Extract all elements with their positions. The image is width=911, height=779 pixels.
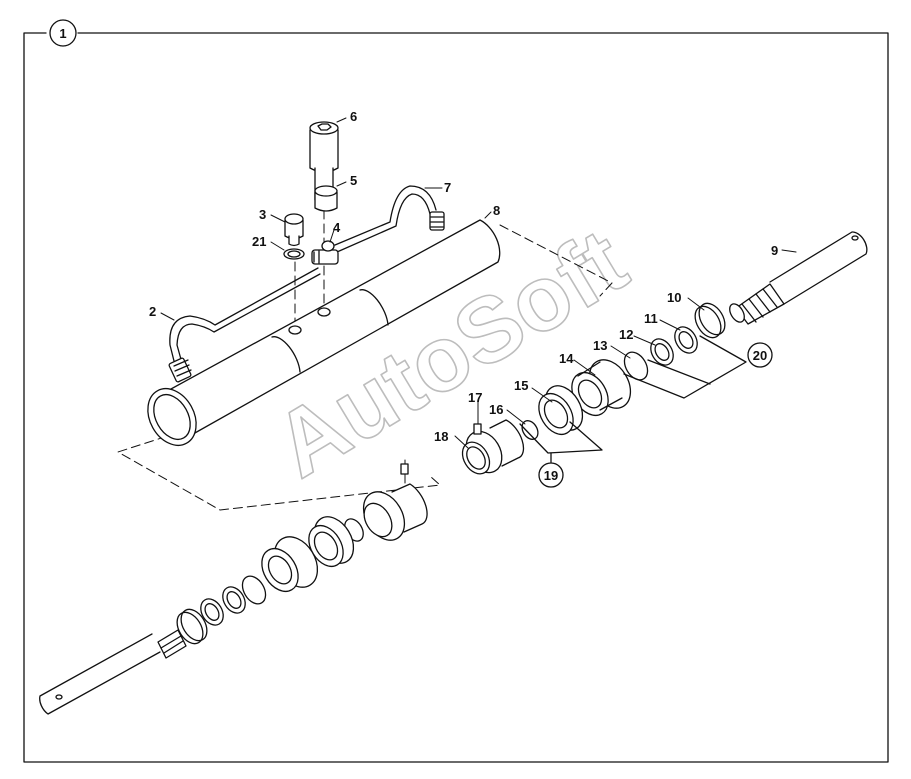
tee-fitting	[311, 240, 339, 265]
callout-20: 20	[753, 348, 767, 363]
cylinder-tube	[147, 219, 501, 446]
callout-18: 18	[434, 429, 448, 444]
piston-15	[538, 385, 584, 436]
callout-circle-19	[538, 462, 564, 488]
callout-7: 7	[444, 180, 451, 195]
figure-frame	[23, 32, 889, 763]
callout-9: 9	[771, 243, 778, 258]
lower-gland	[261, 536, 319, 593]
lower-piston-body	[362, 483, 428, 541]
callout-4: 4	[333, 220, 341, 235]
piston-rod-lower	[39, 629, 187, 715]
callout-5: 5	[350, 173, 357, 188]
o-ring-16	[521, 420, 539, 440]
ring-set-upper	[623, 302, 726, 381]
callout-15: 15	[514, 378, 528, 393]
figure-number-badge	[49, 19, 77, 47]
callout-14: 14	[559, 351, 574, 366]
leader-lines	[160, 117, 797, 449]
callout-8: 8	[493, 203, 500, 218]
callout-17: 17	[468, 390, 482, 405]
group-bracket-19	[519, 421, 603, 463]
piston-body-18	[461, 419, 525, 475]
callout-3: 3	[259, 207, 266, 222]
callout-11: 11	[644, 311, 658, 326]
callout-16: 16	[489, 402, 503, 417]
hydraulic-line-upper	[334, 185, 445, 253]
callout-6: 6	[350, 109, 357, 124]
gland-14	[571, 359, 632, 417]
figure-number: 1	[59, 26, 66, 41]
seal-ring-21	[283, 248, 305, 260]
callout-21: 21	[252, 234, 266, 249]
callout-12: 12	[619, 327, 633, 342]
piston-rod-upper	[729, 231, 868, 325]
lower-piston	[308, 516, 355, 568]
union-fitting	[284, 213, 304, 247]
group-bracket-20	[623, 335, 747, 399]
set-screw-17	[473, 423, 482, 435]
lower-set-screw	[400, 463, 409, 475]
callout-10: 10	[667, 290, 681, 305]
callout-circle-20	[747, 342, 773, 368]
callout-13: 13	[593, 338, 607, 353]
callout-2: 2	[149, 304, 156, 319]
hydraulic-line	[168, 267, 321, 383]
spacer-sleeve	[314, 185, 338, 212]
lower-ring-set	[176, 575, 267, 645]
callout-19: 19	[544, 468, 558, 483]
